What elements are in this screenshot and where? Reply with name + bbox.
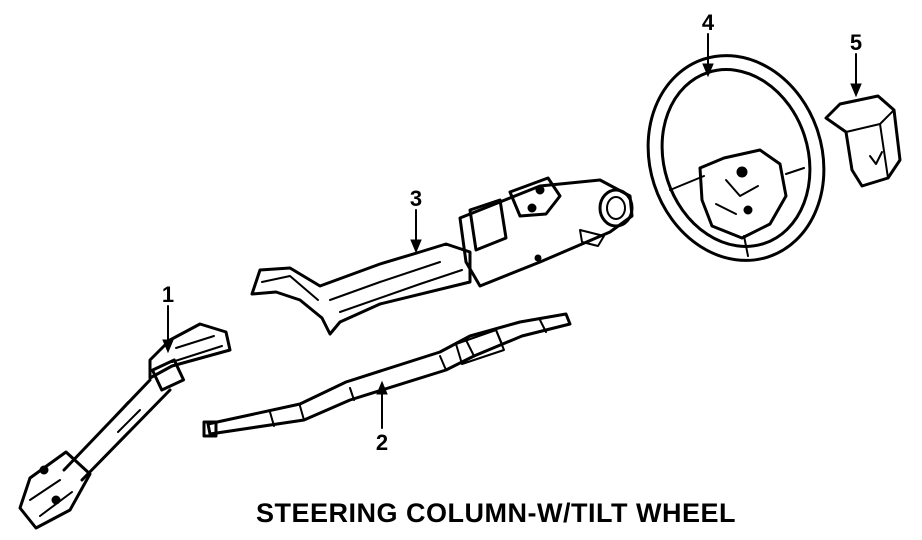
callout-5: 5 bbox=[850, 30, 862, 55]
part-1-intermediate-shaft bbox=[18, 322, 232, 530]
diagram-title: STEERING COLUMN-W/TILT WHEEL bbox=[256, 498, 736, 528]
part-2-steering-shaft bbox=[202, 312, 572, 438]
arrowhead-3 bbox=[410, 239, 422, 254]
callout-1: 1 bbox=[162, 282, 174, 307]
arrowhead-5 bbox=[850, 83, 862, 98]
callout-3: 3 bbox=[410, 186, 422, 211]
arrowhead-4 bbox=[702, 63, 714, 78]
callout-4: 4 bbox=[702, 10, 715, 35]
part-4-steering-wheel bbox=[646, 54, 826, 262]
arrowhead-1 bbox=[162, 339, 174, 354]
part-5-horn-pad bbox=[824, 94, 902, 188]
part-3-column-housing bbox=[250, 176, 634, 336]
callout-leaders bbox=[162, 33, 862, 429]
arrowhead-2 bbox=[376, 380, 388, 395]
callout-2: 2 bbox=[376, 430, 388, 455]
